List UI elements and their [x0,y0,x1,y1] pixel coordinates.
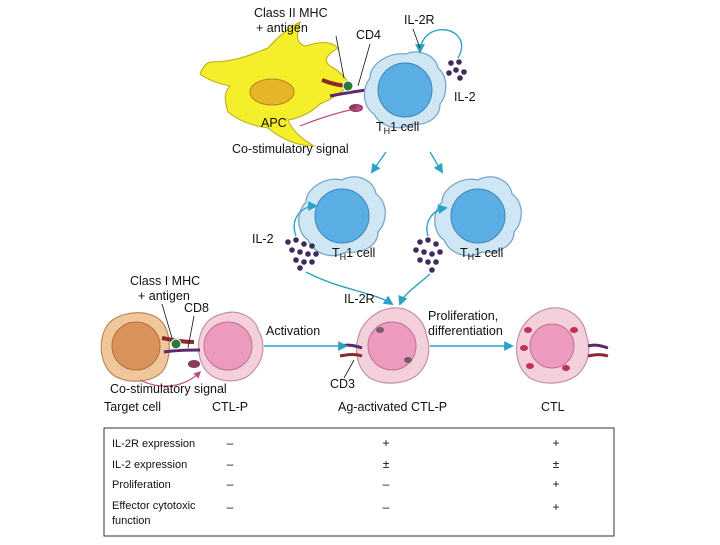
arrow-th1-to-left [370,151,387,174]
label-apc: APC [261,116,287,130]
label-th1-top: TH1 cell [376,120,419,136]
stage-ag-activated-ctl-p: Ag-activated CTL-P [338,400,447,414]
stage-ctl: CTL [541,400,565,414]
label-cd8: CD8 [184,301,209,315]
cell-ctlp: – [227,457,234,471]
ctl-p-cell [197,311,264,382]
cd8-receptor [163,348,201,354]
costim-arrow-top [299,105,364,127]
label-proliferation: Proliferation, [428,309,498,323]
il2-dots-top [446,59,467,81]
cell-ctl: + [552,436,559,450]
stage-ctl-p: CTL-P [212,400,248,414]
label-class2-antigen: + antigen [256,21,308,35]
label-cd4: CD4 [356,28,381,42]
label-costim-top: Co-stimulatory signal [232,142,349,156]
costim-molecule-bottom [188,360,200,368]
row-label: IL-2R expression [112,438,195,450]
cell-ctl: + [552,500,559,514]
activated-ctl-p-cell [339,307,430,384]
il2-arrow-to-ctl-right [398,273,431,306]
table-row: IL-2 expression – ± ± [112,457,560,471]
ctl-cell [515,307,609,384]
label-differentiation: differentiation [428,324,503,338]
antigen-complex [342,80,354,92]
properties-table [103,427,615,537]
costim-arrow-bottom [139,370,202,387]
table-row: Effector cytotoxic function – – + [112,500,560,527]
row-label: Effector cytotoxic [112,500,196,512]
cell-activated: – [383,477,390,491]
cell-ctl: ± [553,457,560,471]
target-cell [100,312,170,382]
label-il2-top: IL-2 [454,90,476,104]
label-il2-mid: IL-2 [252,232,274,246]
label-class1-mhc: Class I MHC [130,274,200,288]
cd4-receptor [329,88,367,98]
cell-ctlp: – [227,477,234,491]
label-class1-antigen: + antigen [138,289,190,303]
cell-activated: – [383,500,390,514]
cell-ctl: + [552,477,559,491]
label-th1-right: TH1 cell [460,246,503,262]
arrow-th1-to-right [429,151,444,174]
row-label-line2: function [112,515,151,527]
row-label: Proliferation [112,479,171,491]
cell-ctlp: – [227,500,234,514]
row-label: IL-2 expression [112,459,187,471]
il2-dots-mid-right [413,237,443,273]
th1-left-cell [298,176,386,257]
cell-ctlp: – [227,436,234,450]
label-costim-bottom: Co-stimulatory signal [110,382,227,396]
il2-autocrine-arrow-mid-right [426,204,448,237]
label-th1-left: TH1 cell [332,246,375,262]
th1-top-nucleus [377,62,433,118]
il2-dots-mid-left [285,237,319,271]
apc-nucleus [249,78,295,106]
cell-activated: + [382,436,389,450]
cell-activated: ± [383,457,390,471]
label-cd3: CD3 [330,377,355,391]
il2-autocrine-arrow-top [415,29,463,59]
label-class2-mhc: Class II MHC [254,6,328,20]
stage-target-cell: Target cell [104,400,161,414]
th1-right-cell [434,176,522,257]
label-il2r-mid: IL-2R [344,292,375,306]
il2-autocrine-arrow-mid-left [293,201,318,237]
il2-arrow-to-ctl-left [305,271,394,306]
table-row: IL-2R expression – + + [112,436,560,450]
antigen-complex-ctl [170,338,182,350]
label-activation: Activation [266,324,320,338]
label-il2r-top: IL-2R [404,13,435,27]
table-row: Proliferation – – + [112,477,560,491]
